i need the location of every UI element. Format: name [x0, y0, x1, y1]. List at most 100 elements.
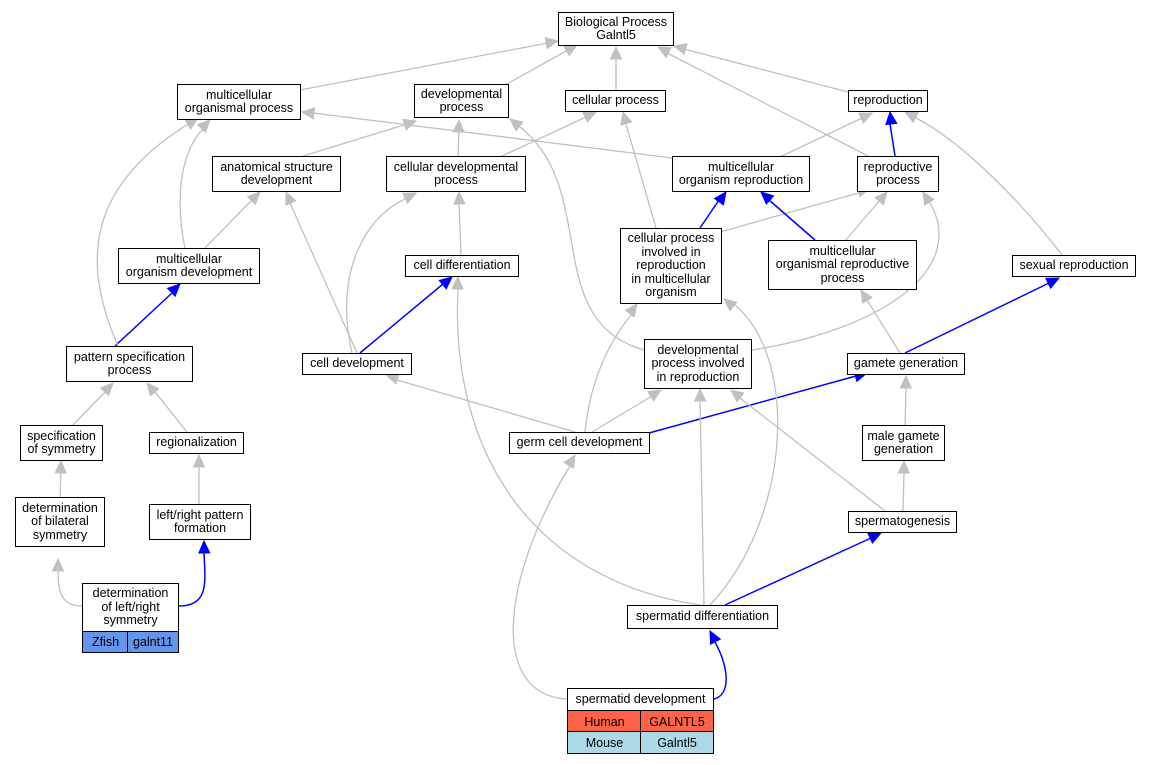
- node-cell-development[interactable]: cell development: [302, 353, 412, 375]
- node-biological-process[interactable]: Biological Process Galntl5: [558, 12, 674, 46]
- node-reproduction[interactable]: reproduction: [848, 90, 928, 112]
- edge-cpir-cp: [620, 110, 657, 229]
- annotation-zfish-gene[interactable]: galnt11: [127, 631, 179, 653]
- edge-rep-bp: [672, 43, 849, 93]
- annotation-mouse-species[interactable]: Mouse: [567, 731, 642, 754]
- node-specification-of-symmetry[interactable]: specification of symmetry: [20, 425, 103, 461]
- annotation-human-gene[interactable]: GALNTL5: [640, 710, 714, 733]
- edge-sos-psp: [72, 382, 114, 426]
- annotation-zfish-species[interactable]: Zfish: [82, 631, 129, 653]
- edge-morr-mop: [300, 107, 673, 159]
- annotation-human-species[interactable]: Human: [567, 710, 642, 733]
- edge-celldev-cdp: [345, 192, 418, 354]
- edge-sd-cpir-arrowhead: [723, 298, 738, 312]
- edge-cdp-cp-arrowhead: [582, 111, 598, 123]
- edge-sr-rep: [903, 111, 1063, 256]
- edge-sdev-gcd-arrowhead: [563, 453, 576, 469]
- edge-gcd-cpir: [584, 303, 638, 433]
- edge-gcd-dpir-arrowhead: [647, 389, 663, 402]
- node-cellular-process[interactable]: cellular process: [565, 90, 666, 112]
- edge-lrpf-reg: [192, 453, 206, 504]
- edge-cd-cdp: [453, 190, 466, 256]
- node-germ-cell-development[interactable]: germ cell development: [509, 432, 650, 454]
- edge-sos-psp-arrowhead: [99, 382, 114, 397]
- edge-dp-bp: [504, 44, 579, 86]
- node-sexual-reproduction[interactable]: sexual reproduction: [1012, 255, 1136, 277]
- node-multicellular-organismal-reproductive-process[interactable]: multicellular organismal reproductive pr…: [768, 240, 917, 290]
- node-determination-of-left-right-symmetry[interactable]: determination of left/right symmetry: [82, 583, 179, 632]
- edge-morr-mop-arrowhead: [300, 107, 316, 120]
- node-cellular-process-involved-in-reproduction[interactable]: cellular process involved in reproductio…: [620, 228, 722, 304]
- edge-celldev-cd: [359, 276, 453, 354]
- node-multicellular-organismal-process[interactable]: multicellular organismal process: [177, 84, 301, 120]
- edge-celldev-asd: [285, 190, 358, 354]
- edge-morr-rep: [779, 112, 874, 158]
- edge-mgg-gg: [899, 374, 913, 426]
- node-multicellular-organism-reproduction[interactable]: multicellular organism reproduction: [672, 156, 810, 192]
- edge-psp-mop: [96, 117, 200, 347]
- node-left-right-pattern-formation[interactable]: left/right pattern formation: [149, 504, 251, 540]
- edge-mgg-gg-arrowhead: [899, 374, 913, 389]
- edge-sr-rep-arrowhead: [903, 111, 919, 124]
- edge-gg-morp-arrowhead: [860, 288, 873, 304]
- node-cell-differentiation[interactable]: cell differentiation: [405, 255, 519, 277]
- node-spermatid-development[interactable]: spermatid development: [567, 688, 714, 711]
- edge-reg-psp-arrowhead: [146, 382, 160, 397]
- node-multicellular-organism-development[interactable]: multicellular organism development: [118, 248, 260, 284]
- node-male-gamete-generation[interactable]: male gamete generation: [862, 425, 945, 461]
- node-regionalization[interactable]: regionalization: [149, 432, 244, 454]
- edge-sdev-gcd: [512, 453, 576, 700]
- edge-celldev-asd-arrowhead: [285, 190, 297, 206]
- edge-dobs-sos-arrowhead: [54, 459, 67, 474]
- edge-mop-bp: [299, 37, 560, 91]
- annotation-mouse-gene[interactable]: Galntl5: [640, 731, 714, 754]
- node-pattern-specification-process[interactable]: pattern specification process: [66, 346, 193, 382]
- edge-rp-bp-arrowhead: [656, 46, 672, 59]
- edge-sg-mgg-arrowhead: [897, 459, 911, 474]
- edge-dolrs-lrpf: [178, 539, 211, 607]
- edge-celldev-cdp-arrowhead: [402, 192, 418, 205]
- edge-cdp-cp: [499, 111, 598, 158]
- node-reproductive-process[interactable]: reproductive process: [857, 156, 939, 192]
- edge-gg-sr: [904, 277, 1061, 354]
- node-spermatid-differentiation[interactable]: spermatid differentiation: [627, 605, 778, 629]
- edge-sg-dpir: [730, 389, 886, 512]
- edge-morp-morr-arrowhead: [760, 191, 775, 205]
- edge-morr-rep-arrowhead: [858, 112, 874, 125]
- edge-asd-dp: [299, 118, 418, 158]
- node-gamete-generation[interactable]: gamete generation: [847, 353, 965, 375]
- edge-cpir-morr-arrowhead: [713, 191, 727, 206]
- edge-dpir-rp-arrowhead: [922, 190, 935, 206]
- edge-sd-sg: [724, 532, 883, 606]
- edge-sd-sg-arrowhead: [867, 532, 883, 544]
- node-developmental-process[interactable]: developmental process: [414, 84, 509, 118]
- edge-sg-mgg: [897, 459, 911, 512]
- edge-lrpf-reg-arrowhead: [192, 453, 206, 468]
- edge-psp-mod: [114, 283, 181, 347]
- edge-cpir-rp: [719, 185, 872, 233]
- edge-dp-bp-arrowhead: [563, 44, 579, 57]
- edge-gcd-cpir-arrowhead: [624, 303, 638, 318]
- edge-mod-asd: [204, 191, 261, 249]
- edge-psp-mod-arrowhead: [166, 283, 181, 298]
- node-spermatogenesis[interactable]: spermatogenesis: [848, 511, 957, 533]
- edge-morp-rp: [844, 191, 888, 242]
- edge-sd-cd: [451, 275, 701, 606]
- edge-morp-rp-arrowhead: [874, 191, 888, 206]
- edge-cp-bp-arrowhead: [609, 45, 623, 60]
- edge-rp-rep: [885, 110, 898, 157]
- node-cellular-developmental-process[interactable]: cellular developmental process: [386, 156, 526, 192]
- edge-gcd-dpir: [591, 389, 663, 433]
- node-anatomical-structure-development[interactable]: anatomical structure development: [212, 156, 341, 192]
- edge-gcd-celldev: [384, 372, 576, 433]
- edge-sg-dpir-arrowhead: [730, 389, 745, 403]
- edge-dpir-dp-arrowhead: [509, 118, 524, 132]
- edge-mod-mop: [179, 119, 211, 249]
- edge-reg-psp: [146, 382, 188, 433]
- edge-mop-bp-arrowhead: [544, 37, 560, 50]
- node-developmental-process-involved-in-reproduction[interactable]: developmental process involved in reprod…: [644, 339, 752, 389]
- edge-dpir-rp: [751, 190, 940, 351]
- edge-dpir-dp: [509, 118, 645, 351]
- node-determination-of-bilateral-symmetry[interactable]: determination of bilateral symmetry: [15, 497, 105, 547]
